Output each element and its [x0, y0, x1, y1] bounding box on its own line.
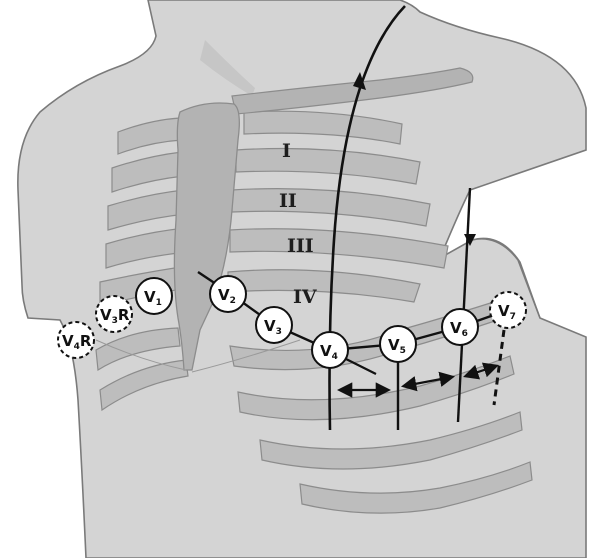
rib-label-3: III [287, 235, 314, 257]
rib-label-4: IV [293, 286, 318, 308]
electrode-v4: V4 [312, 332, 348, 368]
electrode-v6-sub: 6 [462, 329, 468, 339]
rib-label-2: II [279, 190, 297, 212]
electrode-v4r-suffix: R [80, 332, 92, 350]
electrode-v2-letter: V [218, 286, 230, 304]
electrode-v3-sub: 3 [276, 327, 282, 337]
electrode-v3r-letter: V [100, 306, 112, 324]
rib-label-1: I [282, 140, 291, 162]
electrode-v5-sub: 5 [400, 346, 406, 356]
electrode-v2: V2 [210, 276, 246, 312]
electrode-v3r-suffix: R [118, 306, 130, 324]
electrode-v4r: V4R [58, 322, 94, 358]
electrode-v6: V6 [442, 309, 478, 345]
electrode-v5: V5 [380, 326, 416, 362]
electrode-v4-sub: 4 [332, 352, 338, 362]
electrode-v7-sub: 7 [510, 312, 516, 322]
electrode-v2-sub: 2 [230, 296, 236, 306]
electrode-v6-letter: V [450, 319, 462, 337]
electrode-v1: V1 [136, 278, 172, 314]
electrode-v3r: V3R [96, 296, 132, 332]
electrode-v4r-letter: V [62, 332, 74, 350]
electrode-v3: V3 [256, 307, 292, 343]
electrode-v1-sub: 1 [156, 298, 162, 308]
electrode-v7: V7 [490, 292, 526, 328]
electrode-v1-letter: V [144, 288, 156, 306]
electrode-v5-letter: V [388, 336, 400, 354]
electrode-v4-letter: V [320, 342, 332, 360]
electrode-v3-letter: V [264, 317, 276, 335]
electrode-v7-letter: V [498, 302, 510, 320]
